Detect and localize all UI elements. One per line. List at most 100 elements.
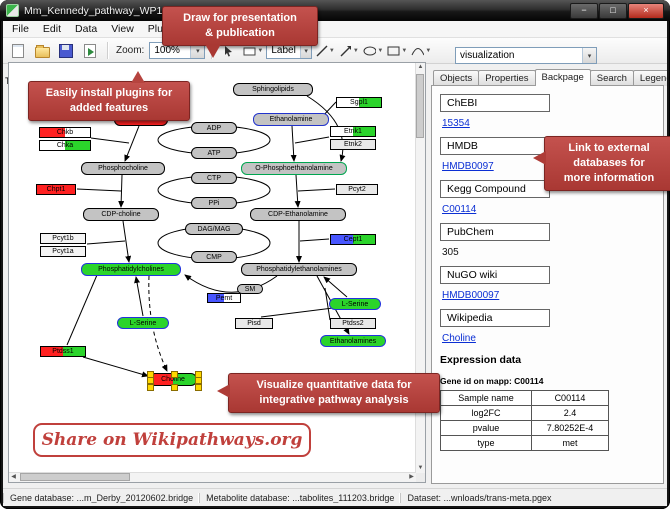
pathway-node-label: Choline: [161, 375, 185, 383]
share-banner: Share on Wikipathways.org: [33, 423, 311, 457]
visualization-value: visualization: [460, 50, 515, 61]
maximize-button[interactable]: □: [599, 2, 627, 19]
pathway-node-label: CMP: [206, 253, 222, 261]
pathway-node-cmp[interactable]: CMP: [191, 251, 237, 263]
titlebar[interactable]: Mm_Kennedy_pathway_WP1771_45176.gpml − □…: [0, 0, 670, 21]
line-tool-button[interactable]: ▼: [314, 40, 336, 61]
pathway-node-cdp-ethanolamine[interactable]: CDP-Ethanolamine: [250, 207, 346, 221]
pathway-node-label: CDP-Ethanolamine: [268, 210, 328, 218]
arrow-tool-button[interactable]: ▼: [338, 40, 360, 61]
shape-tool-button[interactable]: ▼: [362, 40, 384, 61]
selection-handle[interactable]: [171, 383, 178, 391]
pathway-node-chpt1[interactable]: Chpt1: [36, 183, 76, 195]
pathway-node-o-phosphoethanolamine[interactable]: O-Phosphoethanolamine: [241, 161, 347, 175]
chevron-down-icon: ▼: [352, 47, 359, 54]
scroll-right-icon[interactable]: ▶: [409, 474, 414, 480]
pathway-node-adp[interactable]: ADP: [191, 122, 237, 134]
pathway-node-ppi[interactable]: PPi: [191, 197, 237, 209]
minimize-button[interactable]: −: [570, 2, 598, 19]
pathway-node-label: Pcyt1b: [52, 234, 74, 242]
selection-handle[interactable]: [147, 383, 154, 391]
pathway-node-phosphatidylcholines[interactable]: Phosphatidylcholines: [81, 262, 181, 276]
menu-file[interactable]: File: [12, 23, 29, 35]
pathway-node-pcyt1a[interactable]: Pcyt1a: [40, 245, 86, 257]
pathway-node-etnk1[interactable]: Etnk1: [330, 125, 376, 137]
vertical-scrollbar[interactable]: ▲ ▼: [415, 63, 425, 473]
pathway-node-ethanolamines[interactable]: Ethanolamines: [320, 335, 386, 347]
tab-objects[interactable]: Objects: [433, 70, 480, 86]
scroll-up-icon[interactable]: ▲: [417, 64, 424, 70]
pathway-node-label: ADP: [206, 124, 222, 132]
backpage-value-kegg-compound[interactable]: C00114: [442, 204, 477, 215]
callout-pointer-icon: [131, 71, 145, 83]
menu-view[interactable]: View: [111, 23, 134, 35]
pathway-node-label: Sphingolipids: [252, 85, 294, 93]
chevron-down-icon[interactable]: ▾: [190, 43, 205, 58]
scroll-left-icon[interactable]: ◀: [11, 474, 16, 480]
pathway-node-pisd[interactable]: Pisd: [235, 317, 273, 329]
pathway-node-label: Chka: [56, 141, 74, 149]
expression-table-cell: Sample name: [440, 390, 532, 406]
pathway-node-label: Cept1: [343, 235, 363, 243]
pathway-node-dagmag[interactable]: DAG/MAG: [185, 223, 243, 235]
datanode-tool-button[interactable]: ▼: [242, 40, 264, 61]
callout-draw-text: Draw for presentation & publication: [183, 12, 297, 39]
export-button[interactable]: [79, 40, 101, 61]
chevron-down-icon[interactable]: ▾: [299, 43, 312, 58]
tab-legend[interactable]: Legend: [632, 70, 667, 86]
pathway-node-ptdss1[interactable]: Ptdss1: [40, 345, 86, 357]
pathway-node-label: Pemt: [215, 294, 233, 302]
close-button[interactable]: ×: [628, 2, 664, 19]
tab-search[interactable]: Search: [589, 70, 634, 86]
pathway-node-sgpl1[interactable]: Sgpl1: [336, 96, 382, 108]
open-file-button[interactable]: [31, 40, 53, 61]
selection-handle[interactable]: [171, 370, 178, 378]
selection-tool-button[interactable]: [218, 40, 240, 61]
rect-tool-button[interactable]: ▼: [386, 40, 408, 61]
selection-handle[interactable]: [195, 383, 202, 391]
zoom-combobox[interactable]: 100% ▾: [149, 42, 206, 59]
backpage-value-hmdb[interactable]: HMDB0097: [442, 161, 494, 172]
status-cell-1: Metabolite database: ...tabolites_111203…: [199, 492, 400, 503]
pathway-node-choline-2[interactable]: Choline: [147, 370, 202, 391]
pathway-node-chka[interactable]: Chka: [39, 139, 91, 151]
label-tool-combobox[interactable]: Label ▾: [266, 42, 313, 59]
pathway-node-sphingolipids[interactable]: Sphingolipids: [233, 82, 313, 96]
horizontal-scroll-thumb[interactable]: [20, 473, 130, 481]
backpage-value-nugo-wiki[interactable]: HMDB00097: [442, 290, 500, 301]
pathway-node-ptdss2[interactable]: Ptdss2: [330, 317, 376, 329]
pathway-node-pemt[interactable]: Pemt: [207, 293, 241, 303]
menu-data[interactable]: Data: [75, 23, 98, 35]
vertical-scroll-thumb[interactable]: [416, 74, 424, 138]
pathway-node-l-serine-right[interactable]: L-Serine: [329, 298, 381, 310]
pathway-node-chkb[interactable]: Chkb: [39, 126, 91, 138]
pathway-node-l-serine-left[interactable]: L-Serine: [117, 317, 169, 329]
tab-backpage[interactable]: Backpage: [534, 69, 591, 86]
zoom-value: 100%: [154, 45, 180, 56]
new-file-button[interactable]: [7, 40, 29, 61]
pathway-node-atp[interactable]: ATP: [191, 147, 237, 159]
scroll-down-icon[interactable]: ▼: [417, 465, 424, 471]
toolbar-separator: [107, 42, 108, 59]
pathway-node-ctp[interactable]: CTP: [191, 172, 237, 184]
pathway-node-phosphatidylethanolamines[interactable]: Phosphatidylethanolamines: [241, 262, 357, 276]
pathway-node-phosphocholine[interactable]: Phosphocholine: [81, 161, 165, 175]
arc-tool-button[interactable]: ▼: [410, 40, 432, 61]
backpage-value-wikipedia[interactable]: Choline: [442, 333, 476, 344]
pathway-node-pcyt2[interactable]: Pcyt2: [336, 183, 378, 195]
pathway-node-label: Chkb: [56, 128, 74, 136]
chevron-down-icon[interactable]: ▾: [582, 48, 596, 63]
expression-table-cell: C00114: [531, 390, 609, 406]
menu-edit[interactable]: Edit: [42, 23, 62, 35]
backpage-value-chebi[interactable]: 15354: [442, 118, 470, 129]
pathway-node-cept1[interactable]: Cept1: [330, 233, 376, 245]
tab-properties[interactable]: Properties: [478, 70, 536, 86]
pathway-node-sm[interactable]: SM: [237, 284, 263, 294]
save-button[interactable]: [55, 40, 77, 61]
pathway-node-ethanolamine[interactable]: Ethanolamine: [253, 112, 329, 126]
pathway-node-cdp-choline[interactable]: CDP-choline: [83, 207, 159, 221]
pathway-node-etnk2[interactable]: Etnk2: [330, 138, 376, 150]
horizontal-scrollbar[interactable]: ◀ ▶: [9, 472, 416, 482]
pathway-node-pcyt1b[interactable]: Pcyt1b: [40, 232, 86, 244]
visualization-combobox[interactable]: visualization ▾: [455, 47, 597, 64]
